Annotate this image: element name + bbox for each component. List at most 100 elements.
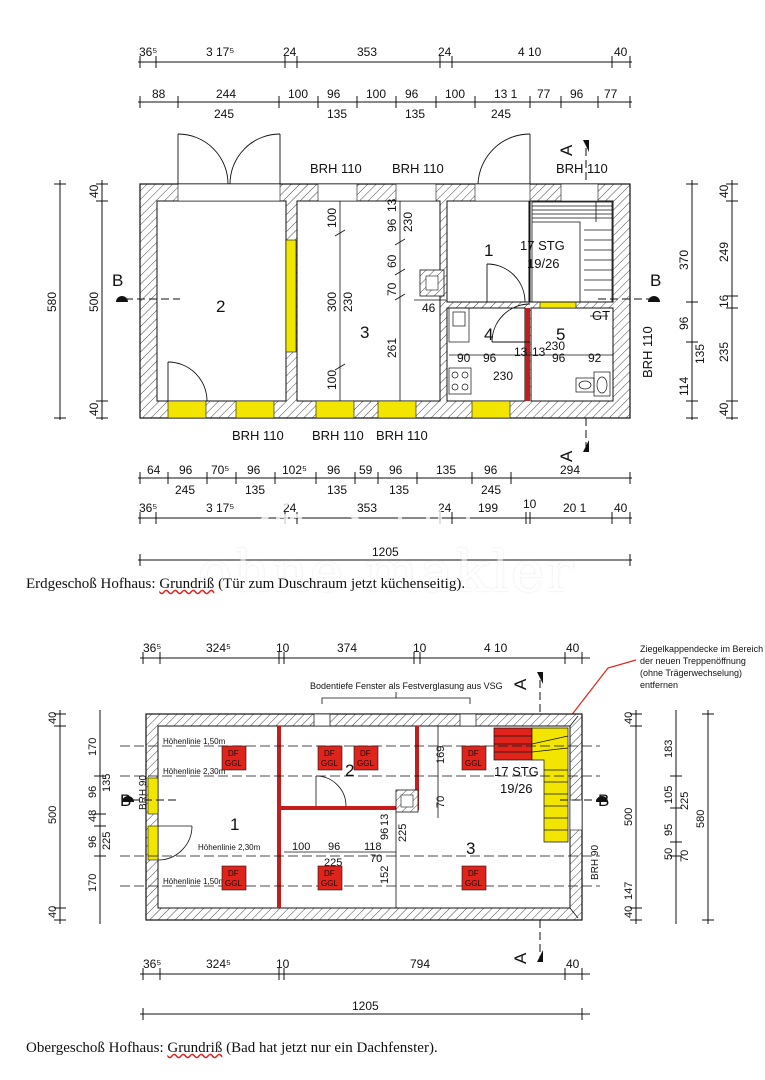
dim-top1-1: 3 17⁵ [206,45,234,59]
u-inner-0: 169 [435,746,447,764]
dim-top2-2: 100 [288,87,308,101]
g-bot2-3: 353 [357,501,377,515]
room-label-3: 3 [360,323,369,342]
g-k-dim-5: 96 [552,351,566,365]
u-inner-6: 96 [328,841,340,853]
g-r3-dim-2: 230 [341,292,355,312]
roof-windows [221,745,487,891]
g-bot2-0: 36⁵ [139,501,157,515]
dim-top2-4: 100 [366,87,386,101]
u-inner-3: 96 [379,828,391,840]
brick-note-0: Ziegelkappendecke im Bereich [640,644,763,654]
g-bot1-0: 64 [147,463,161,477]
g-r3-dim-7: 60 [385,254,399,268]
ggl-5: GGL [321,879,338,888]
g-k-dim-4: 13 [532,345,546,359]
g-bot2-5: 199 [478,501,498,515]
ground-caption-before: Erdgeschoß Hofhaus: [26,576,160,592]
g-k-dim-1: 90 [457,351,471,365]
df-3: DF [468,749,479,758]
g-bot1-9: 96 [484,463,498,477]
ggl-2: GGL [357,759,374,768]
u-right-5: 50 [663,848,675,860]
g-bot1-sub-2: 135 [327,483,347,497]
g-k-dim-0: 46 [422,301,436,315]
brh-bottom-2: BRH 110 [376,428,428,443]
g-bot2-4: 24 [438,501,452,515]
u-inner-5: 100 [292,841,310,853]
room-label-2: 2 [216,297,225,316]
hoehen-1: Höhenlinie 2,30m [163,767,226,776]
dim-top1-3: 353 [357,45,377,59]
u-section-b-right: B [598,791,609,810]
g-bot1-4: 102⁵ [282,463,307,477]
g-left-dim-1: 500 [87,292,101,312]
g-r3-dim-9: 261 [385,338,399,358]
g-bot1-10: 294 [560,463,580,477]
u-room-label-3: 3 [466,839,475,858]
u-section-b-left: B [120,791,131,810]
g-k-dim-2: 96 [483,351,497,365]
df-4: DF [228,869,239,878]
dim-top1-0: 36⁵ [139,45,157,59]
u-top-4: 10 [413,641,427,655]
u-room-label-1: 1 [230,815,239,834]
g-bot1-1: 96 [179,463,193,477]
dim-top2-1: 244 [216,87,236,101]
dim-top2-3: 96 [327,87,341,101]
brh-top-2: BRH 110 [556,161,608,176]
dim-top2-sub-3: 245 [491,107,511,121]
section-b-right: B [650,271,661,290]
u-left-5: 500 [47,806,59,824]
dim-top1-5: 4 10 [518,45,542,59]
dim-top1-2: 24 [283,45,297,59]
g-right-dim-6: 114 [677,377,691,396]
ggl-6: GGL [465,879,482,888]
dim-top2-sub-0: 245 [214,107,234,121]
dim-top2-9: 96 [570,87,584,101]
section-a-top: A [557,144,576,156]
dim-top2-0: 88 [152,87,166,101]
g-bot2-7: 20 1 [563,501,587,515]
brh-bottom-0: BRH 110 [232,428,284,443]
u-right-1: 183 [663,740,675,758]
g-right-dim-4: 135 [693,344,707,364]
stair-ratio: 19/26 [527,256,560,271]
g-right-dim-7: 40 [717,184,731,198]
dim-top2-8: 77 [537,87,551,101]
dim-top2-sub-2: 135 [405,107,425,121]
room-label-4: 4 [484,325,493,344]
df-0: DF [228,749,239,758]
brh-bottom-1: BRH 110 [312,428,364,443]
u-inner-10: 152 [379,866,391,884]
u-top-1: 324⁵ [206,641,231,655]
ground-floor-caption: Erdgeschoß Hofhaus: Grundriß (Tür zum Du… [26,576,465,593]
u-right-2: 105 [663,786,675,804]
df-6: DF [468,869,479,878]
section-b-left: B [112,271,123,290]
dim-top2-sub-1: 135 [327,107,347,121]
g-r3-dim-5: 13 [385,198,399,212]
dim-top1-6: 40 [614,45,628,59]
ggl-3: GGL [465,759,482,768]
df-2: DF [360,749,371,758]
u-right-8: 70 [679,850,691,862]
g-bot1-2: 70⁵ [211,463,229,477]
brh-right: BRH 110 [640,326,655,378]
room-label-1: 1 [484,241,493,260]
u-total: 1205 [352,999,379,1013]
u-right-7: 580 [695,810,707,828]
u-top-0: 36⁵ [143,641,161,655]
u-right-4: 95 [663,824,675,836]
g-k-dim-3: 13 [514,345,528,359]
g-r3-dim-6: 230 [401,212,415,232]
u-left-6: 96 [87,836,99,848]
u-bot-4: 40 [566,957,580,971]
u-bot-3: 794 [410,957,430,971]
g-r3-dim-0: 100 [325,208,339,228]
dim-top2-6: 100 [445,87,465,101]
g-left-dim-2: 40 [87,184,101,198]
gt-label: GT [592,308,610,323]
g-bot1-6: 59 [359,463,373,477]
